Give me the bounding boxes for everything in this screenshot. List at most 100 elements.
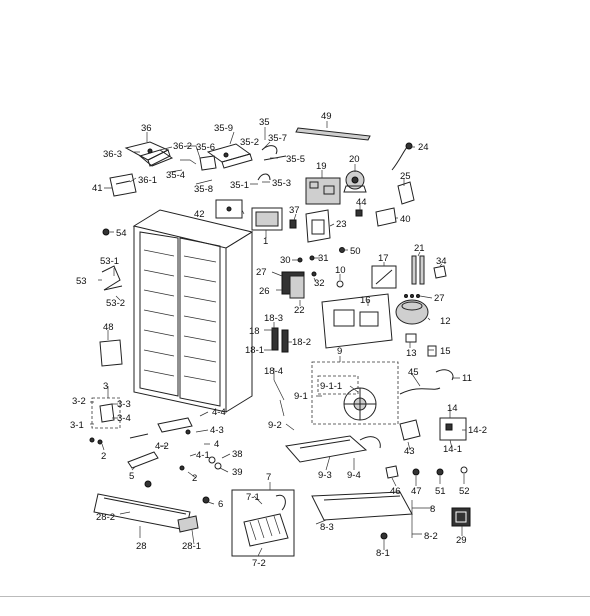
callout-43: 43 — [404, 446, 415, 457]
callout-31: 31 — [318, 253, 329, 264]
callout-4-1: 4-1 — [196, 450, 210, 461]
callout-48: 48 — [103, 322, 114, 333]
callout-30: 30 — [280, 255, 291, 266]
callout-42: 42 — [194, 209, 205, 220]
callout-35-5: 35-5 — [286, 154, 305, 165]
callout-53-2: 53-2 — [106, 298, 125, 309]
callout-35-3: 35-3 — [272, 178, 291, 189]
callout-7: 7 — [266, 472, 271, 483]
part-12-compressor — [395, 299, 429, 325]
callout-38: 38 — [232, 449, 243, 460]
callout-14: 14 — [447, 403, 458, 414]
callout-22: 22 — [294, 305, 305, 316]
callout-4-2: 4-2 — [155, 441, 169, 452]
callout-53-1: 53-1 — [100, 256, 119, 267]
callout-9: 9 — [337, 346, 342, 357]
callout-53: 53 — [76, 276, 87, 287]
callout-51: 51 — [435, 486, 446, 497]
callout-45: 45 — [408, 367, 419, 378]
callout-18-4: 18-4 — [264, 366, 283, 377]
part-29-control-module — [451, 507, 471, 527]
callout-18-1: 18-1 — [245, 345, 264, 356]
callout-44: 44 — [356, 197, 367, 208]
part-23-housing — [305, 209, 331, 243]
callout-49: 49 — [321, 111, 332, 122]
callout-36-2: 36-2 — [173, 141, 192, 152]
part-20-motor — [343, 170, 367, 193]
part-49-top-cover-bar — [295, 127, 371, 141]
callout-28-2: 28-2 — [96, 512, 115, 523]
callout-32: 32 — [314, 278, 325, 289]
callout-35: 35 — [259, 117, 270, 128]
part-42-plate — [215, 199, 243, 219]
callout-18-3: 18-3 — [264, 313, 283, 324]
callout-3-4: 3-4 — [117, 413, 131, 424]
part-18-hinge-set — [271, 327, 289, 353]
callout-26: 26 — [259, 286, 270, 297]
part-24-hose — [391, 142, 413, 171]
part-10-sensor — [336, 280, 344, 288]
callout-3-1: 3-1 — [70, 420, 84, 431]
callout-27-upper: 27 — [256, 267, 267, 278]
callout-4-3: 4-3 — [210, 425, 224, 436]
callout-47: 47 — [411, 486, 422, 497]
part-2-screws — [89, 437, 185, 471]
callout-21: 21 — [414, 243, 425, 254]
part-8-base-assembly — [311, 491, 413, 540]
part-17-harness — [371, 265, 397, 289]
callout-50: 50 — [350, 246, 361, 257]
callout-3-3: 3-3 — [117, 399, 131, 410]
part-41-bracket — [109, 173, 137, 197]
part-54-screw — [102, 228, 110, 236]
callout-35-1: 35-1 — [230, 180, 249, 191]
callout-9-2: 9-2 — [268, 420, 282, 431]
callout-41: 41 — [92, 183, 103, 194]
part-26-evaporator-cover — [281, 271, 305, 299]
callout-28: 28 — [136, 541, 147, 552]
callout-14-1: 14-1 — [443, 444, 462, 455]
callout-35-8: 35-8 — [194, 184, 213, 195]
part-13-relay — [405, 333, 417, 343]
part-50-screw — [339, 247, 345, 253]
part-cabinet-body — [132, 209, 254, 413]
part-16-back-panel — [321, 293, 393, 349]
part-9-fan-assembly — [311, 361, 399, 425]
callout-7-2: 7-2 — [252, 558, 266, 569]
callout-6: 6 — [218, 499, 223, 510]
callout-7-1: 7-1 — [246, 492, 260, 503]
callout-9-3: 9-3 — [318, 470, 332, 481]
callout-35-4: 35-4 — [166, 170, 185, 181]
callout-35-2: 35-2 — [240, 137, 259, 148]
callout-54: 54 — [116, 228, 127, 239]
part-14-box — [439, 417, 467, 441]
callout-5: 5 — [129, 471, 134, 482]
part-5-bracket — [127, 451, 159, 469]
callout-35-6: 35-6 — [196, 142, 215, 153]
callout-28-1: 28-1 — [182, 541, 201, 552]
part-19-control-board — [305, 177, 341, 205]
part-27-fasteners — [404, 294, 420, 298]
part-53-cable — [101, 265, 123, 291]
part-32-screw — [311, 271, 317, 277]
leader-lines — [90, 121, 466, 557]
callout-8-1: 8-1 — [376, 548, 390, 559]
callout-labels: 49 36 35 35-9 35-7 35-2 36-3 36-2 35-6 3… — [70, 111, 487, 569]
part-4-lower-hinge — [129, 417, 193, 439]
callout-1: 1 — [263, 236, 268, 247]
callout-18-2: 18-2 — [292, 337, 311, 348]
part-30-31-fasteners — [297, 255, 315, 263]
part-48-cover — [99, 339, 123, 367]
callout-40: 40 — [400, 214, 411, 225]
part-21-heater-rods — [411, 255, 425, 285]
callout-17: 17 — [378, 253, 389, 264]
callout-27-lower: 27 — [434, 293, 445, 304]
callout-8-3: 8-3 — [320, 522, 334, 533]
callout-9-1: 9-1 — [294, 391, 308, 402]
callout-52: 52 — [459, 486, 470, 497]
page-bottom-rule — [0, 596, 590, 597]
part-45-wiring — [399, 369, 454, 395]
part-6-screw — [144, 480, 210, 504]
part-15-capacitor — [427, 345, 437, 357]
part-35-hinge-assembly — [206, 143, 287, 181]
